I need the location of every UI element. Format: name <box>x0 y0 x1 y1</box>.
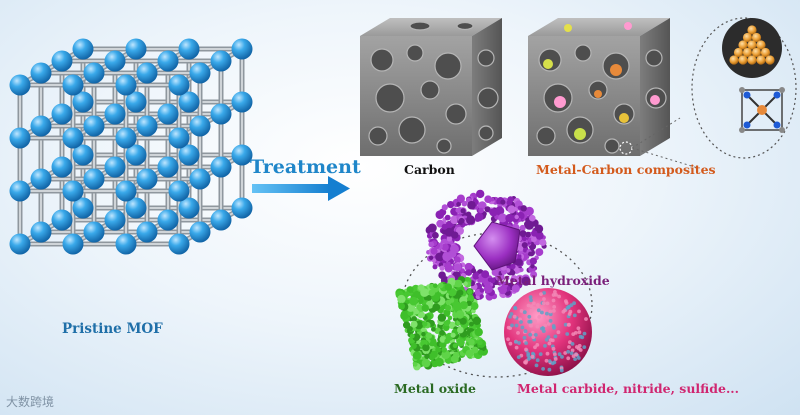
mof-node <box>158 51 179 72</box>
mof-node <box>10 75 31 96</box>
watermark-logo: 大数跨境 <box>6 393 54 410</box>
mof-node <box>179 39 200 60</box>
mof-node <box>116 75 137 96</box>
mof-node <box>10 234 31 255</box>
mof-node <box>116 234 137 255</box>
mof-node <box>52 210 73 231</box>
mof-node <box>169 128 190 149</box>
mof-node <box>105 104 126 125</box>
metal-carbide-particle <box>504 288 592 376</box>
mof-node <box>169 75 190 96</box>
mof-node <box>31 222 52 243</box>
mof-node <box>158 210 179 231</box>
metal-carbide-label: Metal carbide, nitride, sulfide... <box>517 381 739 396</box>
mof-node <box>190 116 211 137</box>
mof-node <box>63 128 84 149</box>
mof-node <box>52 51 73 72</box>
mof-node <box>211 157 232 178</box>
mof-node <box>10 181 31 202</box>
mof-node <box>137 63 158 84</box>
mof-node <box>232 198 253 219</box>
mof-node <box>31 116 52 137</box>
mof-node <box>84 116 105 137</box>
treatment-arrow <box>252 176 350 201</box>
mof-node <box>169 234 190 255</box>
metal-carbon-composites-label: Metal-Carbon composites <box>536 162 716 177</box>
mof-node <box>169 181 190 202</box>
treatment-label: Treatment <box>250 156 361 178</box>
mof-node <box>105 157 126 178</box>
carbon-block <box>360 18 502 156</box>
mof-node <box>10 128 31 149</box>
mof-node <box>232 39 253 60</box>
mof-node <box>52 157 73 178</box>
mof-node <box>190 63 211 84</box>
pristine-mof-lattice <box>10 39 253 255</box>
mof-node <box>158 104 179 125</box>
mof-node <box>84 169 105 190</box>
mof-node <box>63 75 84 96</box>
mof-node <box>116 181 137 202</box>
mof-node <box>158 157 179 178</box>
mof-node <box>137 116 158 137</box>
mof-node <box>211 104 232 125</box>
mof-node <box>84 222 105 243</box>
metal-oxide-particle <box>395 276 488 370</box>
mof-node <box>190 222 211 243</box>
mof-node <box>105 51 126 72</box>
mof-node <box>232 92 253 113</box>
metal-hydroxide-label: Metal hydroxide <box>496 273 610 288</box>
metal-oxide-label: Metal oxide <box>394 381 476 396</box>
mof-node <box>137 222 158 243</box>
mof-node <box>31 169 52 190</box>
mof-node <box>63 181 84 202</box>
mof-node <box>31 63 52 84</box>
mof-node <box>105 210 126 231</box>
mof-node <box>84 63 105 84</box>
pristine-mof-label: Pristine MOF <box>62 321 163 337</box>
mof-node <box>63 234 84 255</box>
mof-node <box>73 39 94 60</box>
mof-node <box>190 169 211 190</box>
mof-node <box>116 128 137 149</box>
core-shell-particle <box>722 18 782 78</box>
carbon-label: Carbon <box>404 162 455 177</box>
mof-node <box>211 210 232 231</box>
metal-carbon-composite-block <box>528 18 670 156</box>
mof-node <box>137 169 158 190</box>
mof-node <box>211 51 232 72</box>
mof-node <box>126 39 147 60</box>
mof-node <box>52 104 73 125</box>
